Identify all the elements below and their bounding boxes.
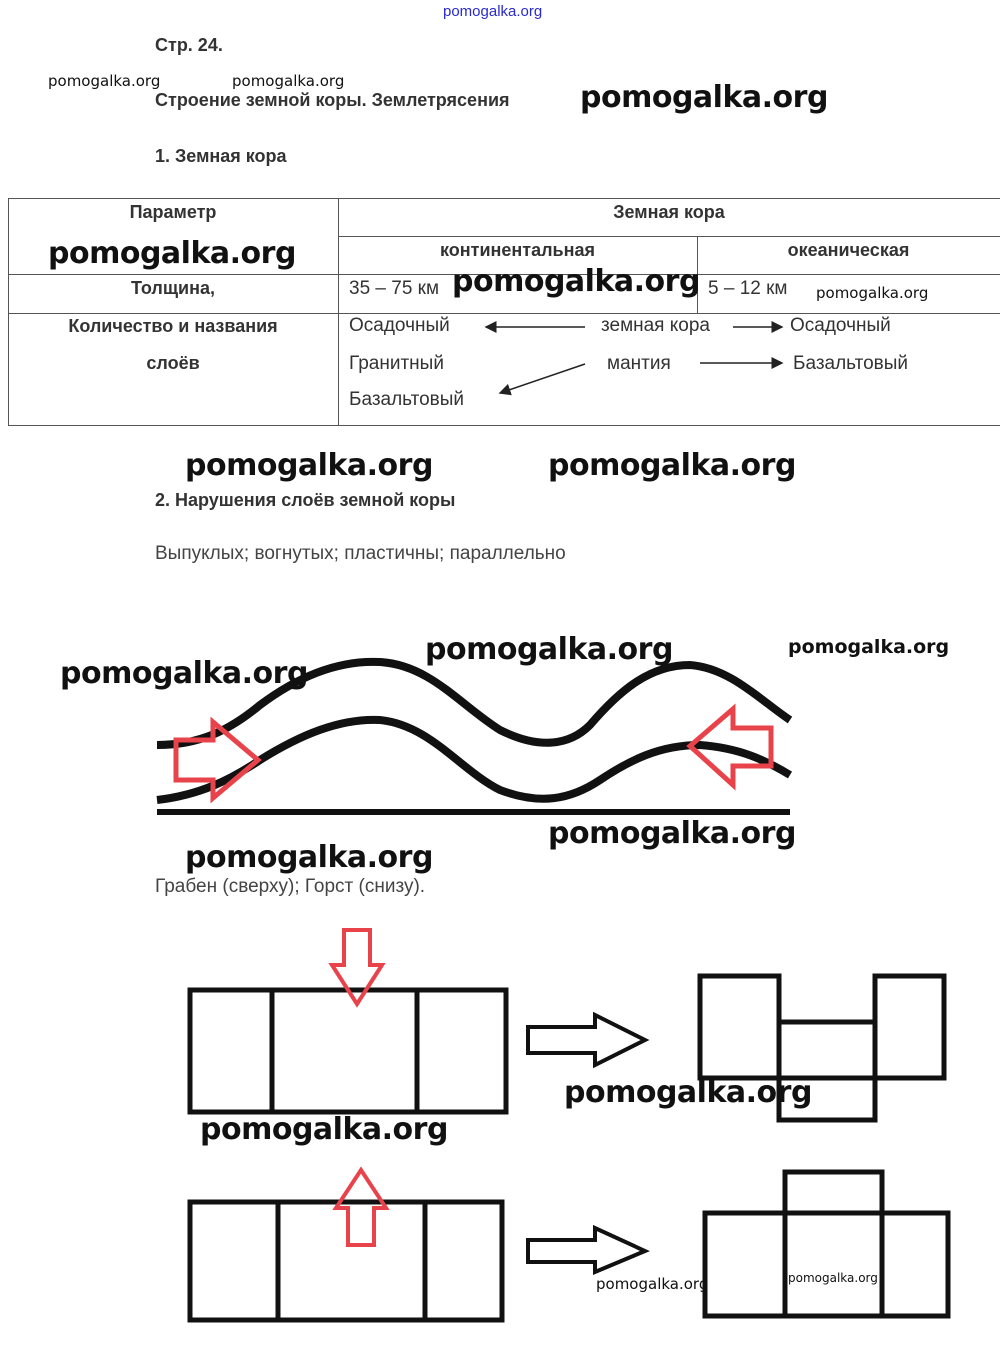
watermark: pomogalka.org bbox=[185, 840, 433, 875]
watermark: pomogalka.org bbox=[596, 1275, 709, 1293]
watermark: pomogalka.org bbox=[580, 80, 828, 115]
layer-oceanic: Осадочный bbox=[790, 315, 891, 336]
answer-3: Грабен (сверху); Горст (снизу). bbox=[155, 876, 426, 897]
watermark: pomogalka.org bbox=[564, 1075, 812, 1110]
watermark: pomogalka.org bbox=[452, 264, 700, 299]
push-arrow-left bbox=[686, 703, 774, 791]
layer-middle: мантия bbox=[607, 353, 671, 374]
layer-continental: Базальтовый bbox=[349, 389, 465, 410]
watermark: pomogalka.org bbox=[788, 636, 950, 658]
horst-diagram bbox=[187, 1169, 951, 1323]
watermark: pomogalka.org bbox=[60, 656, 308, 691]
up-arrow bbox=[332, 1166, 390, 1247]
watermark: pomogalka.org bbox=[816, 284, 929, 302]
answer-2: Выпуклых; вогнутых; пластичны; параллель… bbox=[155, 543, 566, 564]
watermark: pomogalka.org bbox=[548, 816, 796, 851]
watermark: pomogalka.org bbox=[232, 72, 345, 90]
header-crust: Земная кора bbox=[613, 202, 725, 222]
row-layers-label-1: Количество и названия bbox=[68, 316, 278, 336]
row-thickness-label: Толщина, bbox=[131, 278, 215, 298]
top-watermark: pomogalka.org bbox=[443, 3, 543, 20]
header-parameter: Параметр bbox=[129, 202, 217, 222]
section-1-heading: 1. Земная кора bbox=[155, 146, 287, 166]
page-number: Стр. 24. bbox=[155, 35, 223, 55]
subheader-continental: континентальная bbox=[440, 240, 595, 260]
layer-middle: земная кора bbox=[601, 315, 710, 336]
watermark: pomogalka.org bbox=[48, 236, 296, 271]
section-2-heading: 2. Нарушения слоёв земной коры bbox=[155, 490, 456, 510]
layer-arrows bbox=[484, 321, 784, 396]
layer-continental: Осадочный bbox=[349, 315, 450, 336]
layer-continental: Гранитный bbox=[349, 353, 444, 374]
thickness-continental: 35 – 75 км bbox=[349, 278, 440, 299]
push-arrow-right bbox=[173, 716, 262, 804]
thickness-oceanic: 5 – 12 км bbox=[708, 278, 788, 299]
watermark: pomogalka.org bbox=[200, 1112, 448, 1147]
layer-oceanic: Базальтовый bbox=[793, 353, 909, 374]
row-layers-label-2: слоёв bbox=[146, 353, 200, 373]
watermark: pomogalka.org bbox=[48, 72, 161, 90]
page-title: Строение земной коры. Землетрясения bbox=[155, 90, 510, 110]
watermark: pomogalka.org bbox=[185, 448, 433, 483]
watermark: pomogalka.org bbox=[425, 632, 673, 667]
watermark: pomogalka.org bbox=[788, 1271, 878, 1285]
subheader-oceanic: океаническая bbox=[787, 240, 910, 260]
watermark: pomogalka.org bbox=[548, 448, 796, 483]
down-arrow bbox=[328, 928, 386, 1008]
